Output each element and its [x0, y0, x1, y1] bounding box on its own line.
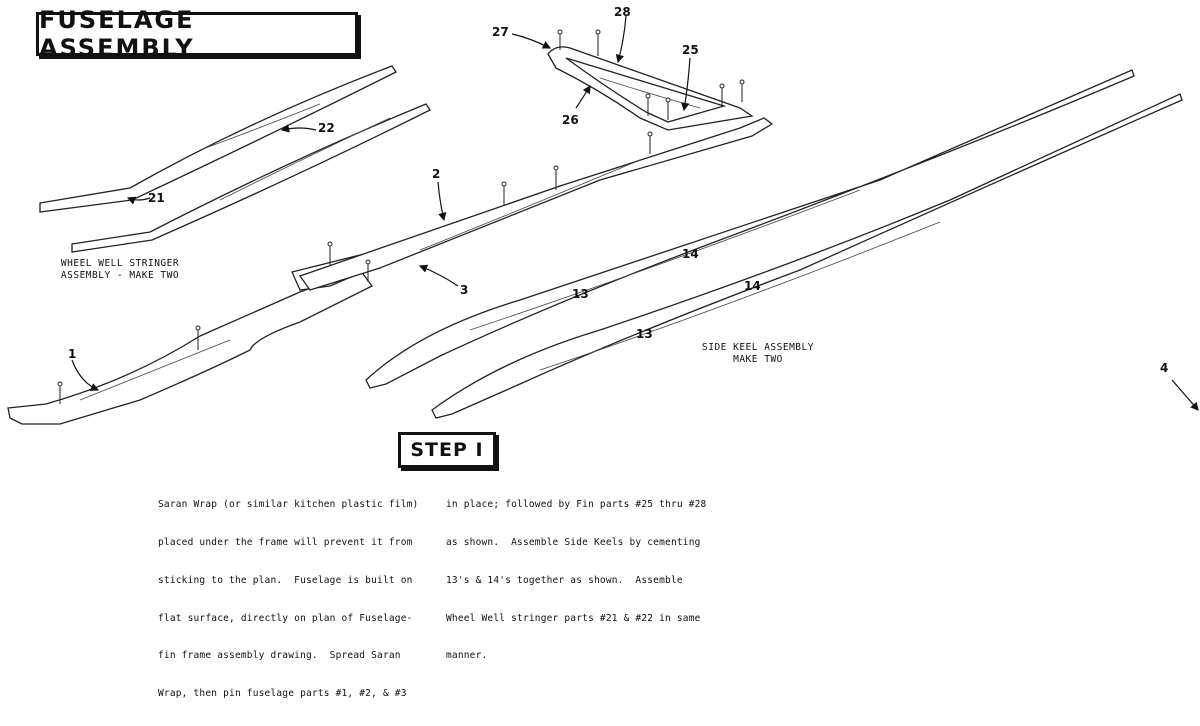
wheel-well-caption: WHEEL WELL STRINGER ASSEMBLY - MAKE TWO — [40, 258, 200, 282]
label-part-4: 4 — [1160, 361, 1168, 375]
parts-drawing: 1 2 3 4 13 13 14 14 21 22 25 26 27 28 — [7, 5, 1199, 425]
fuselage-part-2 — [298, 117, 774, 291]
wheel-well-caption-line2: ASSEMBLY - MAKE TWO — [60, 270, 180, 281]
label-part-26: 26 — [562, 113, 579, 127]
label-part-2: 2 — [432, 167, 440, 181]
instructions-col1: Saran Wrap (or similar kitchen plastic f… — [158, 474, 418, 726]
instr-line: Wheel Well stringer parts #21 & #22 in s… — [446, 612, 701, 624]
label-part-13a: 13 — [572, 287, 589, 301]
side-keel-upper — [365, 69, 1135, 389]
instr-line: as shown. Assemble Side Keels by cementi… — [446, 536, 701, 548]
label-part-3: 3 — [460, 283, 468, 297]
label-part-14b: 14 — [744, 279, 761, 293]
instr-line: Wrap, then pin fuselage parts #1, #2, & … — [158, 688, 407, 700]
instr-line: sticking to the plan. Fuselage is built … — [158, 574, 413, 586]
label-part-14a: 14 — [682, 247, 699, 261]
instr-line: manner. — [446, 650, 488, 662]
side-keel-caption: SIDE KEEL ASSEMBLY MAKE TWO — [678, 342, 838, 366]
instr-line: placed under the frame will prevent it f… — [158, 536, 413, 548]
instr-line: flat surface, directly on plan of Fusela… — [158, 612, 413, 624]
side-keel-lower — [431, 93, 1183, 419]
side-keel-caption-line2: MAKE TWO — [733, 354, 783, 365]
instr-line: 13's & 14's together as shown. Assemble — [446, 574, 683, 586]
step-label: STEP I — [398, 432, 496, 468]
label-part-22: 22 — [318, 121, 335, 135]
fuselage-part-1 — [7, 269, 373, 425]
instructions-col2: in place; followed by Fin parts #25 thru… — [446, 474, 706, 688]
instr-line: Saran Wrap (or similar kitchen plastic f… — [158, 499, 419, 511]
wheel-well-caption-line1: WHEEL WELL STRINGER — [60, 258, 180, 269]
label-part-25: 25 — [682, 43, 699, 57]
side-keel-caption-line1: SIDE KEEL ASSEMBLY — [702, 342, 814, 353]
label-part-13b: 13 — [636, 327, 653, 341]
label-part-21: 21 — [148, 191, 165, 205]
instr-line: in place; followed by Fin parts #25 thru… — [446, 499, 707, 511]
label-part-28: 28 — [614, 5, 631, 19]
fuselage-assembly-diagram: FUSELAGE ASSEMBLY — [7, 5, 1199, 699]
label-part-27: 27 — [492, 25, 509, 39]
label-part-1: 1 — [68, 347, 76, 361]
instr-line: fin frame assembly drawing. Spread Saran — [158, 650, 401, 662]
